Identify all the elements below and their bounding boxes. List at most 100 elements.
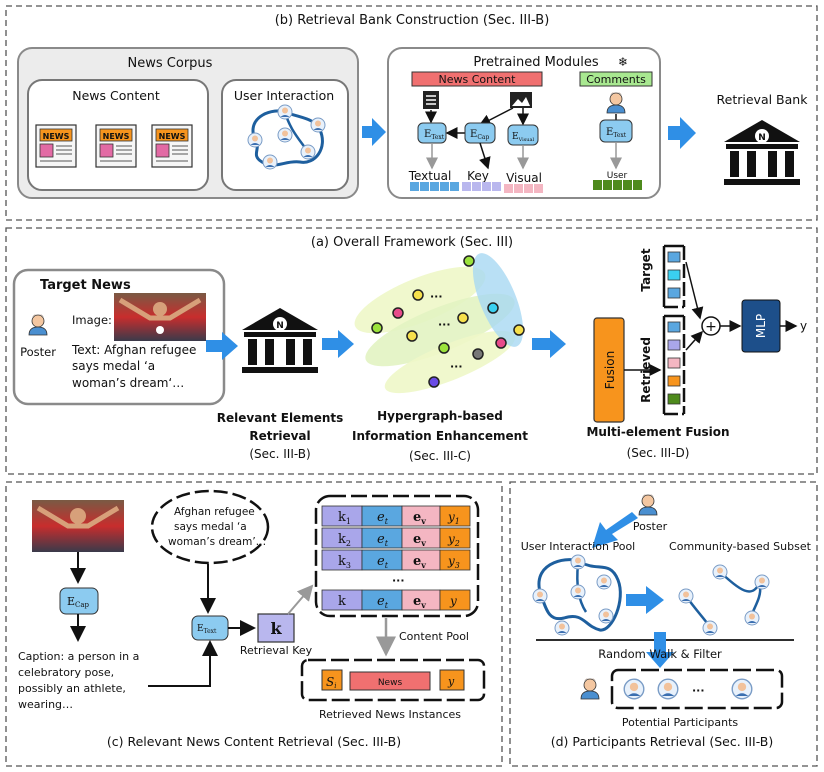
hypergraph-dots: ··· bbox=[450, 360, 463, 373]
caption-line: wearing… bbox=[18, 698, 73, 711]
d-poster-small-icon bbox=[580, 677, 600, 700]
encoder-text-label: EText bbox=[424, 129, 445, 141]
community-subset-label: Community-based Subset bbox=[669, 540, 812, 553]
hypergraph-dots: ··· bbox=[438, 318, 451, 331]
svg-text:y: y bbox=[449, 594, 457, 608]
c-encoder-text-label: EText bbox=[197, 624, 217, 635]
output-y: y bbox=[800, 319, 807, 333]
hypergraph: ··· ··· ··· bbox=[354, 253, 525, 394]
plus-label: + bbox=[705, 319, 717, 335]
arrow-to-hypergraph bbox=[322, 330, 354, 358]
rel-line1: Relevant Elements bbox=[217, 411, 344, 425]
section-a-title: (a) Overall Framework (Sec. III) bbox=[311, 235, 513, 250]
newspaper-icon: NEWS bbox=[151, 124, 193, 168]
section-a-frame bbox=[5, 227, 818, 475]
retrieval-bank-label: Retrieval Bank bbox=[717, 92, 809, 107]
fusion-label: Fusion bbox=[603, 351, 617, 389]
interaction-pool-graph bbox=[532, 554, 622, 636]
arrow-to-bank-a bbox=[206, 332, 238, 360]
textual-embedding-bar bbox=[410, 182, 459, 191]
svg-text:ev: ev bbox=[413, 510, 426, 526]
section-b: (b) Retrieval Bank Construction (Sec. II… bbox=[5, 5, 818, 221]
section-c-title: (c) Relevant News Content Retrieval (Sec… bbox=[107, 734, 401, 749]
pm-comments-bar bbox=[579, 71, 653, 87]
d-poster-icon bbox=[638, 493, 658, 516]
target-text-line1: Text: Afghan refugee bbox=[71, 343, 196, 357]
potential-participants-label: Potential Participants bbox=[622, 716, 739, 729]
user-embedding-bar bbox=[593, 180, 642, 190]
svg-text:et: et bbox=[377, 554, 389, 570]
c-text-bubble bbox=[150, 489, 270, 565]
news-bar-label: News bbox=[378, 678, 403, 688]
encoder-text-comments-label: EText bbox=[606, 127, 627, 139]
mef-line1: Multi-element Fusion bbox=[586, 425, 729, 439]
news-bar bbox=[349, 671, 431, 691]
svg-text:et: et bbox=[377, 510, 389, 526]
participant-avatar bbox=[657, 678, 679, 700]
pretrained-modules-label: Pretrained Modules bbox=[473, 55, 599, 70]
arrow-to-modules bbox=[362, 118, 386, 146]
visual-embedding-bar bbox=[504, 184, 543, 193]
user-interaction-graph bbox=[247, 104, 326, 170]
document-icon bbox=[423, 91, 439, 109]
bank-letter: N bbox=[758, 133, 766, 143]
arrow-poster-to-pool bbox=[592, 512, 638, 548]
svg-text:ev: ev bbox=[413, 554, 426, 570]
arrow-pool-to-subset bbox=[626, 586, 664, 614]
caption-line: possibly an athlete, bbox=[18, 682, 126, 695]
pool-dots: ··· bbox=[392, 574, 405, 587]
svg-text:ev: ev bbox=[413, 594, 426, 610]
image-icon bbox=[510, 92, 532, 108]
arrow-to-bank bbox=[668, 117, 696, 149]
svg-text:et: et bbox=[377, 594, 389, 610]
section-d-frame bbox=[509, 481, 818, 767]
news-content-label: News Content bbox=[72, 88, 160, 103]
news-corpus-label: News Corpus bbox=[128, 56, 213, 71]
snowflake-icon: ❄ bbox=[618, 55, 628, 69]
mef-line2: (Sec. III-D) bbox=[627, 446, 690, 460]
section-a: (a) Overall Framework (Sec. III) Target … bbox=[5, 227, 818, 475]
target-news-image bbox=[114, 293, 206, 341]
pm-news-content-label: News Content bbox=[439, 73, 517, 86]
svg-text:et: et bbox=[377, 532, 389, 548]
svg-text:y2: y2 bbox=[447, 532, 460, 548]
pool-rows: k1 et ev y1 k2 et ev y2 k3 et ev y3 ··· bbox=[321, 505, 471, 611]
newspaper-icon: NEWS bbox=[35, 124, 77, 168]
community-subset-graph bbox=[678, 564, 770, 636]
arrow-to-fusion bbox=[532, 330, 566, 358]
retrieved-instances-label: Retrieved News Instances bbox=[319, 708, 461, 721]
newspaper-icon: NEWS bbox=[95, 124, 137, 168]
section-b-frame bbox=[5, 5, 818, 221]
d-poster-label: Poster bbox=[633, 520, 668, 533]
rel-line2: Retrieval bbox=[249, 429, 310, 443]
section-d: Poster User Interaction Pool Community-b… bbox=[509, 481, 818, 767]
bubble-line: woman’s dream’… bbox=[168, 536, 266, 548]
retrieval-key-label: Retrieval Key bbox=[240, 644, 313, 657]
newspaper-text: NEWS bbox=[159, 132, 186, 141]
caption-line: Caption: a person in a bbox=[18, 650, 139, 663]
target-news-label: Target News bbox=[40, 278, 131, 293]
hypergraph-dots: ··· bbox=[430, 290, 443, 303]
target-label: Target bbox=[639, 248, 653, 291]
c-news-image bbox=[32, 500, 124, 552]
content-pool-label: Content Pool bbox=[399, 630, 469, 643]
svg-text:y3: y3 bbox=[447, 554, 460, 570]
participant-avatar bbox=[623, 678, 645, 700]
participants-dots: ··· bbox=[692, 684, 705, 697]
section-b-title: (b) Retrieval Bank Construction (Sec. II… bbox=[275, 13, 550, 28]
key-label: Key bbox=[467, 169, 489, 183]
random-walk-label: Random Walk & Filter bbox=[598, 647, 722, 661]
c-encoder-cap-label: ECap bbox=[67, 595, 90, 609]
pm-comments-label: Comments bbox=[586, 73, 646, 86]
section-c: ECap Caption: a person in a celebratory … bbox=[5, 481, 503, 767]
user-label: User bbox=[607, 171, 628, 181]
user-interaction-label: User Interaction bbox=[234, 88, 334, 103]
svg-text:k3: k3 bbox=[338, 554, 351, 570]
bank-icon-a: N bbox=[242, 308, 318, 373]
bank-letter: N bbox=[276, 321, 284, 331]
key-embedding-bar bbox=[462, 182, 501, 191]
section-d-title: (d) Participants Retrieval (Sec. III-B) bbox=[551, 734, 773, 749]
svg-text:y1: y1 bbox=[447, 510, 460, 526]
